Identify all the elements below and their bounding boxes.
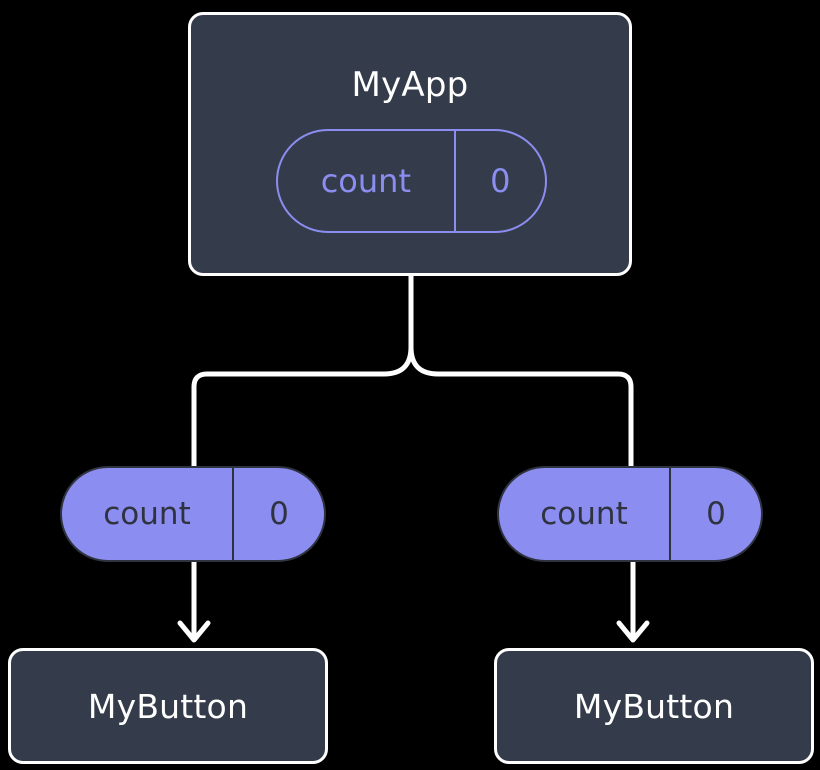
arrowhead-right	[616, 620, 650, 643]
connector-root-to-right-branch	[408, 273, 634, 469]
state-pill-key-right: count	[540, 495, 628, 532]
state-pill-key-left: count	[103, 495, 191, 532]
state-pill-divider-myapp	[453, 131, 456, 231]
state-pill-myapp[interactable]: count 0	[276, 129, 547, 233]
state-pill-value-right: 0	[706, 495, 726, 532]
component-title-myapp: MyApp	[351, 65, 469, 105]
state-pill-left[interactable]: count 0	[60, 466, 326, 562]
component-title-mybutton-right: MyButton	[573, 686, 735, 726]
state-pill-right[interactable]: count 0	[497, 466, 763, 562]
component-node-mybutton-left[interactable]: MyButton	[8, 648, 328, 764]
arrowhead-left	[177, 620, 211, 643]
state-pill-key-myapp: count	[320, 162, 411, 200]
component-node-mybutton-right[interactable]: MyButton	[494, 648, 814, 764]
component-title-mybutton-left: MyButton	[87, 686, 249, 726]
state-pill-value-myapp: 0	[490, 162, 511, 200]
connector-root-to-left-branch	[191, 273, 414, 469]
state-pill-value-left: 0	[269, 495, 289, 532]
state-pill-divider-right	[669, 468, 671, 560]
state-pill-divider-left	[232, 468, 234, 560]
